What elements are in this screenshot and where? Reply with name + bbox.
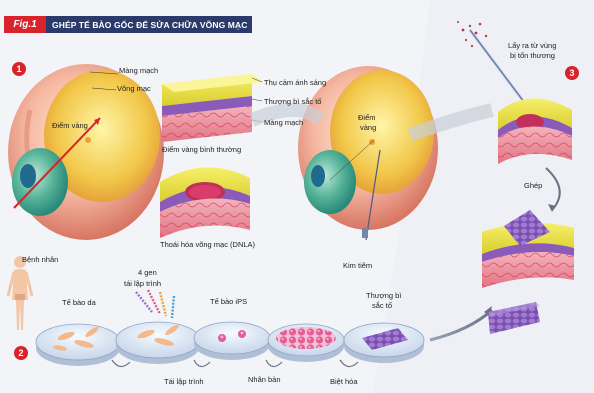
dish-skin-cells: [36, 324, 120, 366]
label-reprog-bottom: Tái lập trình: [164, 378, 204, 386]
label-rpe-2b: sắc tố: [372, 302, 392, 310]
label-needle: Kim tiêm: [343, 262, 372, 270]
step-marker-1: 1: [12, 62, 26, 76]
label-expansion: Nhân bản: [248, 376, 281, 384]
label-skin-cells: Tế bào da: [62, 299, 96, 307]
dish-differentiation: [344, 323, 424, 363]
label-choroid-eye: Màng mạch: [119, 67, 158, 75]
figure-badge: Fig.1: [4, 16, 46, 33]
step-marker-2: 2: [14, 346, 28, 360]
label-normal-macula: Điểm vàng bình thường: [162, 146, 241, 154]
label-four-genes: 4 gen: [138, 269, 157, 277]
label-amd: Thoái hóa võng mạc (DNLA): [160, 241, 255, 249]
label-photoreceptor: Thụ cảm ánh sáng: [264, 79, 326, 87]
dish-expansion: [268, 324, 344, 362]
label-macula-2a: Điểm: [358, 114, 376, 122]
label-choroid-layer: Màng mạch: [264, 119, 303, 127]
label-rpe-2a: Thượng bì: [366, 292, 401, 300]
label-retina: Võng mạc: [117, 85, 151, 93]
figure-title: GHÉP TẾ BÀO GỐC ĐỂ SỬA CHỮA VÕNG MẠC: [46, 16, 252, 33]
label-rpe-1: Thượng bì sắc tố: [264, 98, 321, 106]
retina-section-normal: [162, 74, 264, 142]
label-macula-2b: vàng: [360, 124, 376, 132]
label-extract-1: Lấy ra từ vùng: [508, 42, 556, 50]
label-reprog-top: tái lập trình: [124, 280, 161, 288]
label-differentiation: Biệt hóa: [330, 378, 358, 386]
label-extract-2: bị tổn thương: [510, 52, 555, 60]
step-marker-3: 3: [565, 66, 579, 80]
label-patient: Bệnh nhân: [22, 256, 58, 264]
dish-ips: [194, 322, 270, 360]
label-graft: Ghép: [524, 182, 542, 190]
label-ips-cells: Tế bào iPS: [210, 298, 247, 306]
label-macula-1: Điểm vàng: [52, 122, 88, 130]
